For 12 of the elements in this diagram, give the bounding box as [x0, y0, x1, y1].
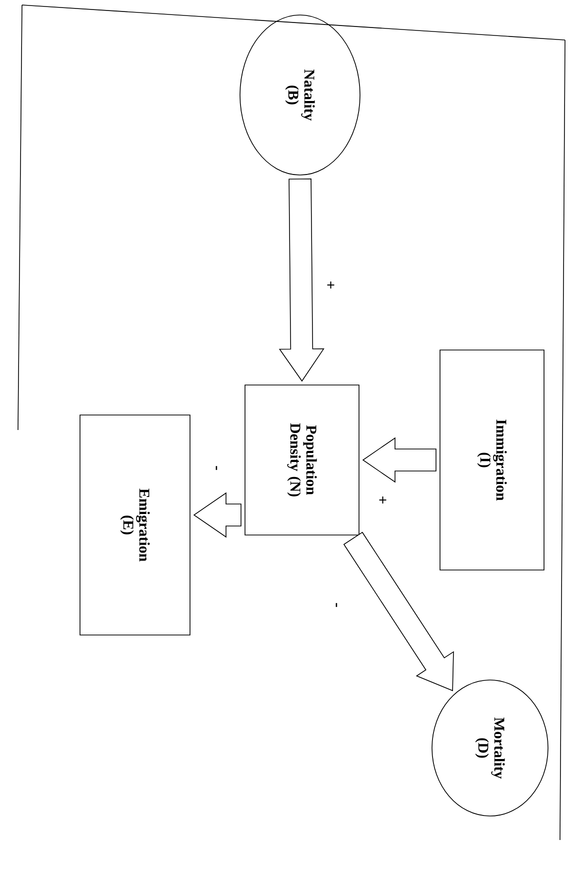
arrow [362, 437, 436, 483]
process-box: Population Density (N) [244, 384, 360, 536]
arrow [278, 178, 324, 382]
process-box: Emigration (E) [80, 414, 190, 636]
arrow [193, 492, 242, 538]
edge-label: - [216, 466, 218, 470]
edge-label: + [327, 282, 334, 288]
edge-label: - [336, 603, 338, 607]
circle-node: Natality (B) [240, 14, 360, 176]
circle-node: Mortality (D) [432, 680, 548, 816]
edge-label: + [379, 496, 386, 504]
process-box: Immigration (I) [440, 350, 544, 570]
